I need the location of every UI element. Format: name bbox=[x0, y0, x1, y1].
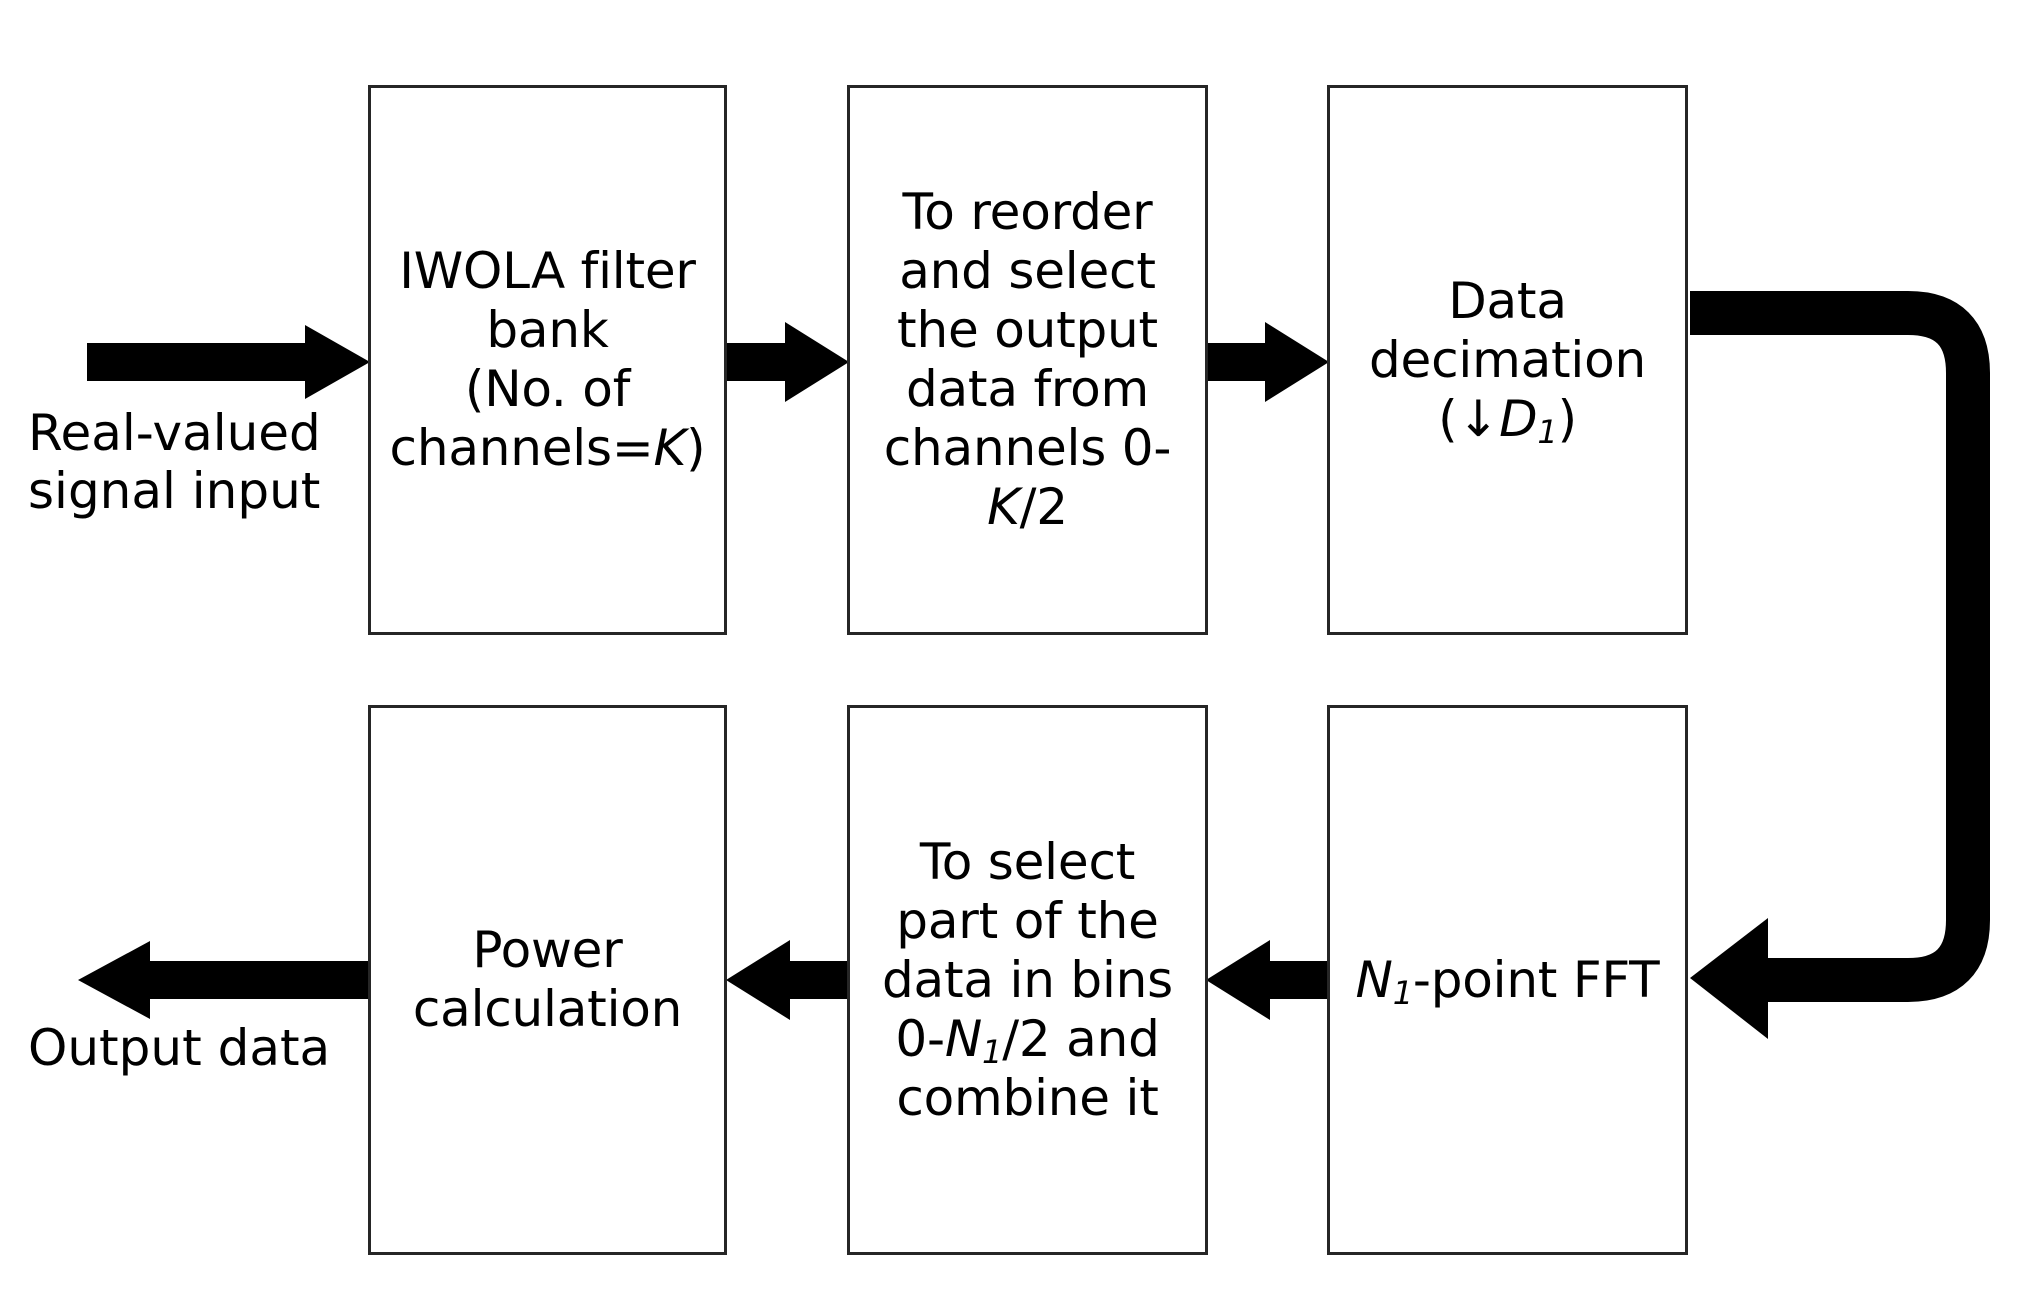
arrow-reorder-to-decimation bbox=[1208, 322, 1329, 402]
arrow-input-to-iwola bbox=[87, 325, 370, 399]
arrow-iwola-to-reorder bbox=[727, 322, 849, 402]
signal-input-label: Real-valued signal input bbox=[28, 404, 321, 520]
arrow-decimation-to-fft bbox=[1690, 291, 1990, 1039]
output-data-label: Output data bbox=[28, 1019, 331, 1077]
arrow-select-bins-to-power bbox=[726, 940, 847, 1020]
arrow-fft-to-select-bins bbox=[1206, 940, 1327, 1020]
block-n1-point-fft-label: N1-point FFT bbox=[1355, 950, 1660, 1012]
arrow-power-to-output bbox=[78, 941, 368, 1019]
block-n1-point-fft[interactable]: N1-point FFT bbox=[1327, 705, 1688, 1255]
